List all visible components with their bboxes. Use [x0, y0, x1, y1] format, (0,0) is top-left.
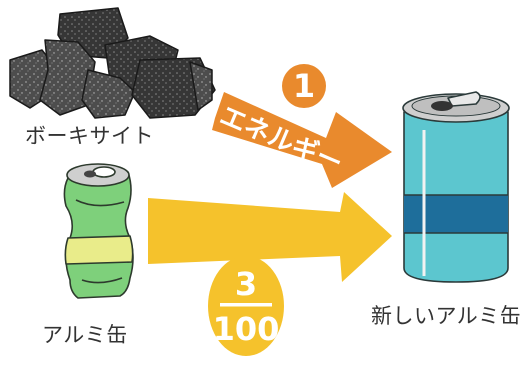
rock-7	[189, 61, 213, 111]
fraction-badge: 3 100	[208, 256, 284, 356]
old-can-band	[64, 235, 134, 265]
new-can	[402, 91, 510, 283]
old-can-crease-1	[75, 199, 125, 207]
rock-3	[39, 39, 96, 116]
old-can-body	[63, 171, 134, 299]
fraction-denominator: 100	[213, 310, 280, 348]
energy-badge-number: 1	[293, 67, 315, 105]
bauxite-label: ボーキサイト	[25, 124, 154, 148]
old-can-opening	[84, 170, 96, 178]
fraction-bar	[220, 303, 272, 307]
old-can	[63, 163, 134, 299]
new-can-tab	[447, 91, 481, 107]
recycle-arrow	[148, 192, 392, 282]
old-can-tab	[92, 166, 116, 178]
energy-arrow-shape	[212, 92, 392, 188]
fraction-numerator: 3	[235, 265, 257, 303]
old-can-label: アルミ缶	[42, 323, 128, 347]
old-can-crease-2	[81, 277, 123, 284]
new-can-opening	[431, 101, 453, 111]
energy-badge-circle	[282, 64, 326, 108]
energy-arrow: エネルギー 1	[212, 64, 392, 188]
new-can-label: 新しいアルミ缶	[371, 304, 522, 328]
new-can-band	[404, 195, 508, 233]
rock-5	[81, 69, 136, 119]
bauxite-rocks	[9, 7, 216, 119]
recycle-arrow-shape	[148, 192, 392, 282]
